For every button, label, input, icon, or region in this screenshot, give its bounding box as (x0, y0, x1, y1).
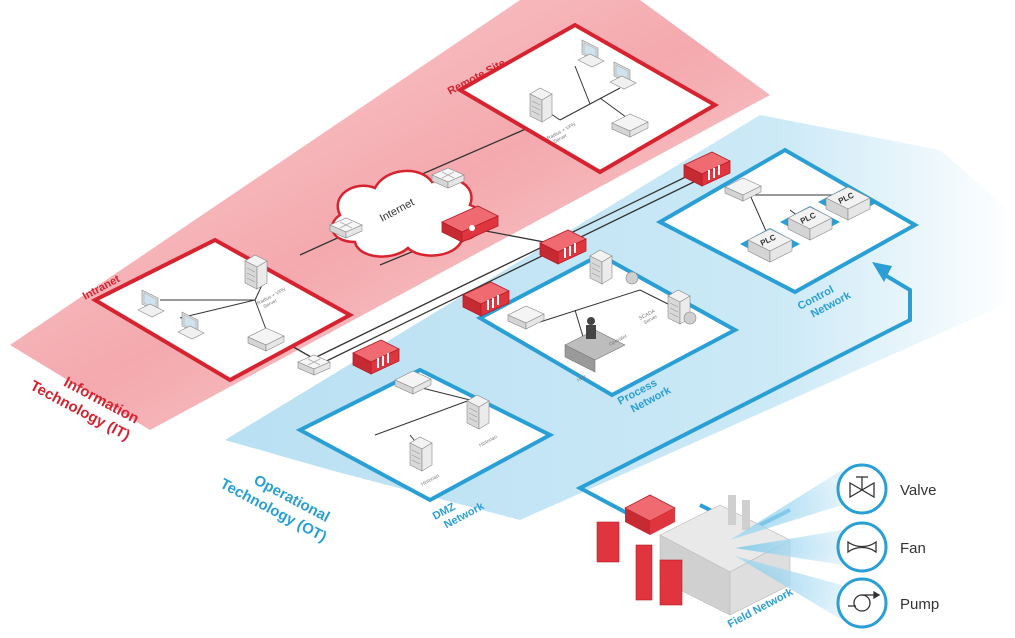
historian-server-icon (409, 436, 433, 472)
intranet-network: Radius + VPNServer Intranet (81, 237, 355, 383)
svg-text:OperationalTechnology (OT): OperationalTechnology (OT) (217, 459, 338, 546)
remote-site-network: Radius + VPNServer Remote Site (446, 22, 720, 175)
plc-device: PLC (818, 186, 878, 221)
plc-device: PLC (780, 206, 840, 241)
field-device-beams (730, 470, 842, 620)
arrow-head-icon (872, 262, 892, 282)
router-icon (297, 354, 331, 376)
vpn-firewall-icon (441, 205, 499, 243)
pump-icon (848, 590, 881, 612)
radius-vpn-server-icon (529, 87, 553, 123)
field-device-valve: Valve (836, 463, 936, 515)
user-icon (683, 311, 697, 325)
fan-icon (847, 540, 877, 554)
field-network-plant (596, 494, 791, 616)
control-network: PLC PLC PLC ControlNetwork (655, 147, 920, 320)
plc-device: PLC (740, 228, 800, 263)
historian-server-icon (466, 394, 490, 430)
radius-vpn-server-icon (244, 254, 268, 290)
field-device-fan: Fan (836, 521, 926, 573)
valve-label: Valve (900, 482, 936, 499)
internet-cloud: Internet (330, 169, 484, 258)
field-device-pump: Pump (836, 577, 939, 629)
server-icon (589, 249, 613, 285)
valve-icon (849, 476, 875, 499)
hmi-label: HMI (576, 374, 587, 384)
fan-label: Fan (900, 540, 926, 557)
hmi-operator-station (564, 317, 626, 373)
pump-label: Pump (900, 596, 939, 613)
user-icon (625, 271, 639, 285)
